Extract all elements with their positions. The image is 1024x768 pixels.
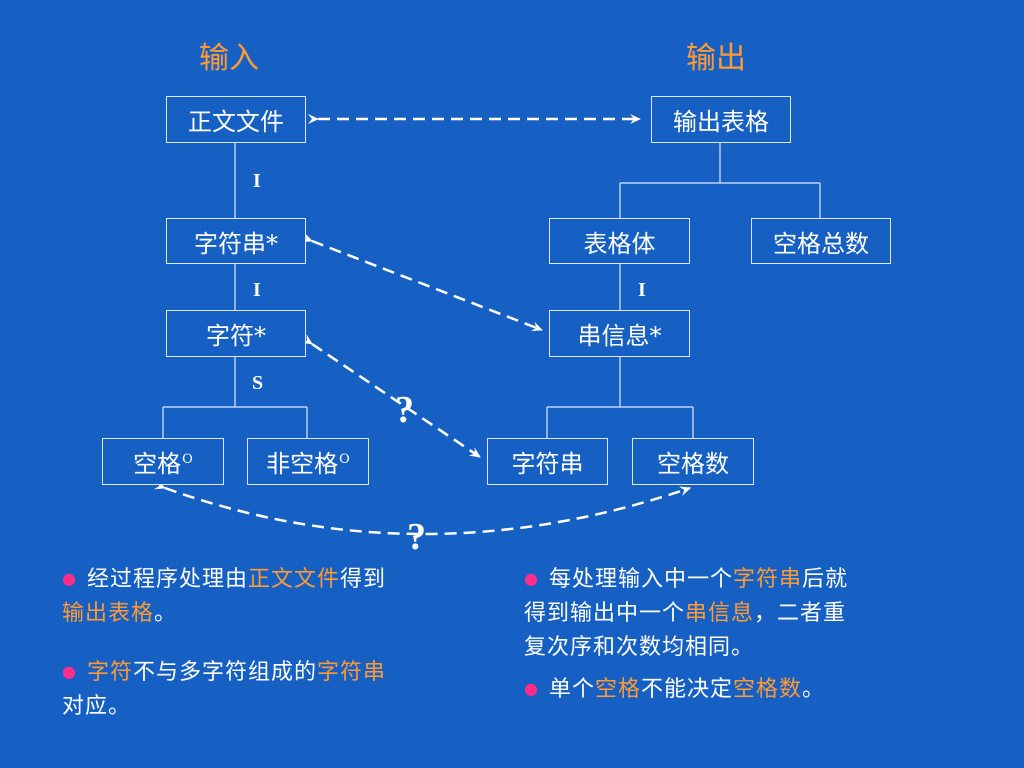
box-space-label: 空格 — [133, 450, 182, 478]
box-string: 字符串 — [487, 438, 608, 485]
label-selection: S — [252, 372, 264, 394]
bullet-dot: ● — [524, 569, 539, 588]
dashed-arrow-char-string — [300, 334, 481, 459]
note-left-2-d: 对应。 — [62, 694, 132, 719]
note-right-2-b: 空格 — [594, 677, 641, 702]
dashed-curve-space-count — [153, 479, 691, 536]
question-mark-1: ? — [395, 389, 414, 431]
box-total-spaces: 空格总数 — [751, 218, 891, 264]
output-title: 输出 — [686, 41, 746, 76]
bullet-dot: ● — [62, 662, 77, 681]
note-left-2-b: 不与多字符组成的 — [132, 660, 317, 685]
note-right-1-c: 后就 — [802, 567, 849, 592]
note-right-2-c: 不能决定 — [641, 677, 734, 702]
note-right-1-f: ，二者重 — [754, 601, 847, 626]
note-left-1-a: 经过程序处理由 — [86, 567, 248, 592]
note-right-1: ● 每处理输入中一个字符串后就 得到输出中一个串信息，二者重 复次序和次数均相同。 — [524, 562, 944, 665]
box-non-space-sup: O — [339, 452, 350, 467]
note-right-2-a: 单个 — [548, 677, 595, 702]
note-right-1-g: 复次序和次数均相同。 — [524, 635, 755, 660]
label-iteration-1: I — [253, 170, 261, 192]
box-string-star: 字符串* — [166, 218, 306, 264]
dashed-arrow-string-info — [300, 232, 543, 332]
note-left-2-c: 字符串 — [317, 660, 387, 685]
box-table-body: 表格体 — [549, 218, 690, 264]
note-left-1-c: 得到 — [340, 567, 387, 592]
note-right-2-e: 。 — [802, 677, 826, 702]
question-mark-2: ? — [407, 516, 426, 558]
box-string-info-star: 串信息* — [549, 310, 690, 357]
label-iteration-2: I — [253, 279, 261, 301]
note-left-1: ● 经过程序处理由正文文件得到 输出表格。 — [62, 562, 482, 631]
note-right-2-d: 空格数 — [733, 677, 803, 702]
note-left-1-b: 正文文件 — [247, 567, 340, 592]
note-right-1-d: 得到输出中一个 — [524, 601, 686, 626]
note-left-2: ● 字符不与多字符组成的字符串 对应。 — [62, 655, 482, 724]
bullet-dot: ● — [524, 679, 539, 698]
box-non-space-label: 非空格 — [266, 450, 339, 478]
bullet-dot: ● — [62, 569, 77, 588]
note-left-1-e: 。 — [154, 601, 178, 626]
note-right-1-a: 每处理输入中一个 — [548, 567, 733, 592]
input-title: 输入 — [199, 41, 259, 76]
box-char-star: 字符* — [166, 310, 306, 357]
note-left-1-d: 输出表格 — [62, 601, 155, 626]
note-right-1-e: 串信息 — [685, 601, 755, 626]
note-right-1-b: 字符串 — [732, 567, 802, 592]
box-space-sup: O — [182, 452, 193, 467]
note-left-2-a: 字符 — [86, 660, 133, 685]
note-right-2: ● 单个空格不能决定空格数。 — [524, 672, 944, 707]
box-space-count: 空格数 — [632, 438, 754, 485]
label-iteration-3: I — [638, 279, 646, 301]
box-text-file: 正文文件 — [166, 96, 306, 143]
box-output-table: 输出表格 — [651, 96, 791, 143]
